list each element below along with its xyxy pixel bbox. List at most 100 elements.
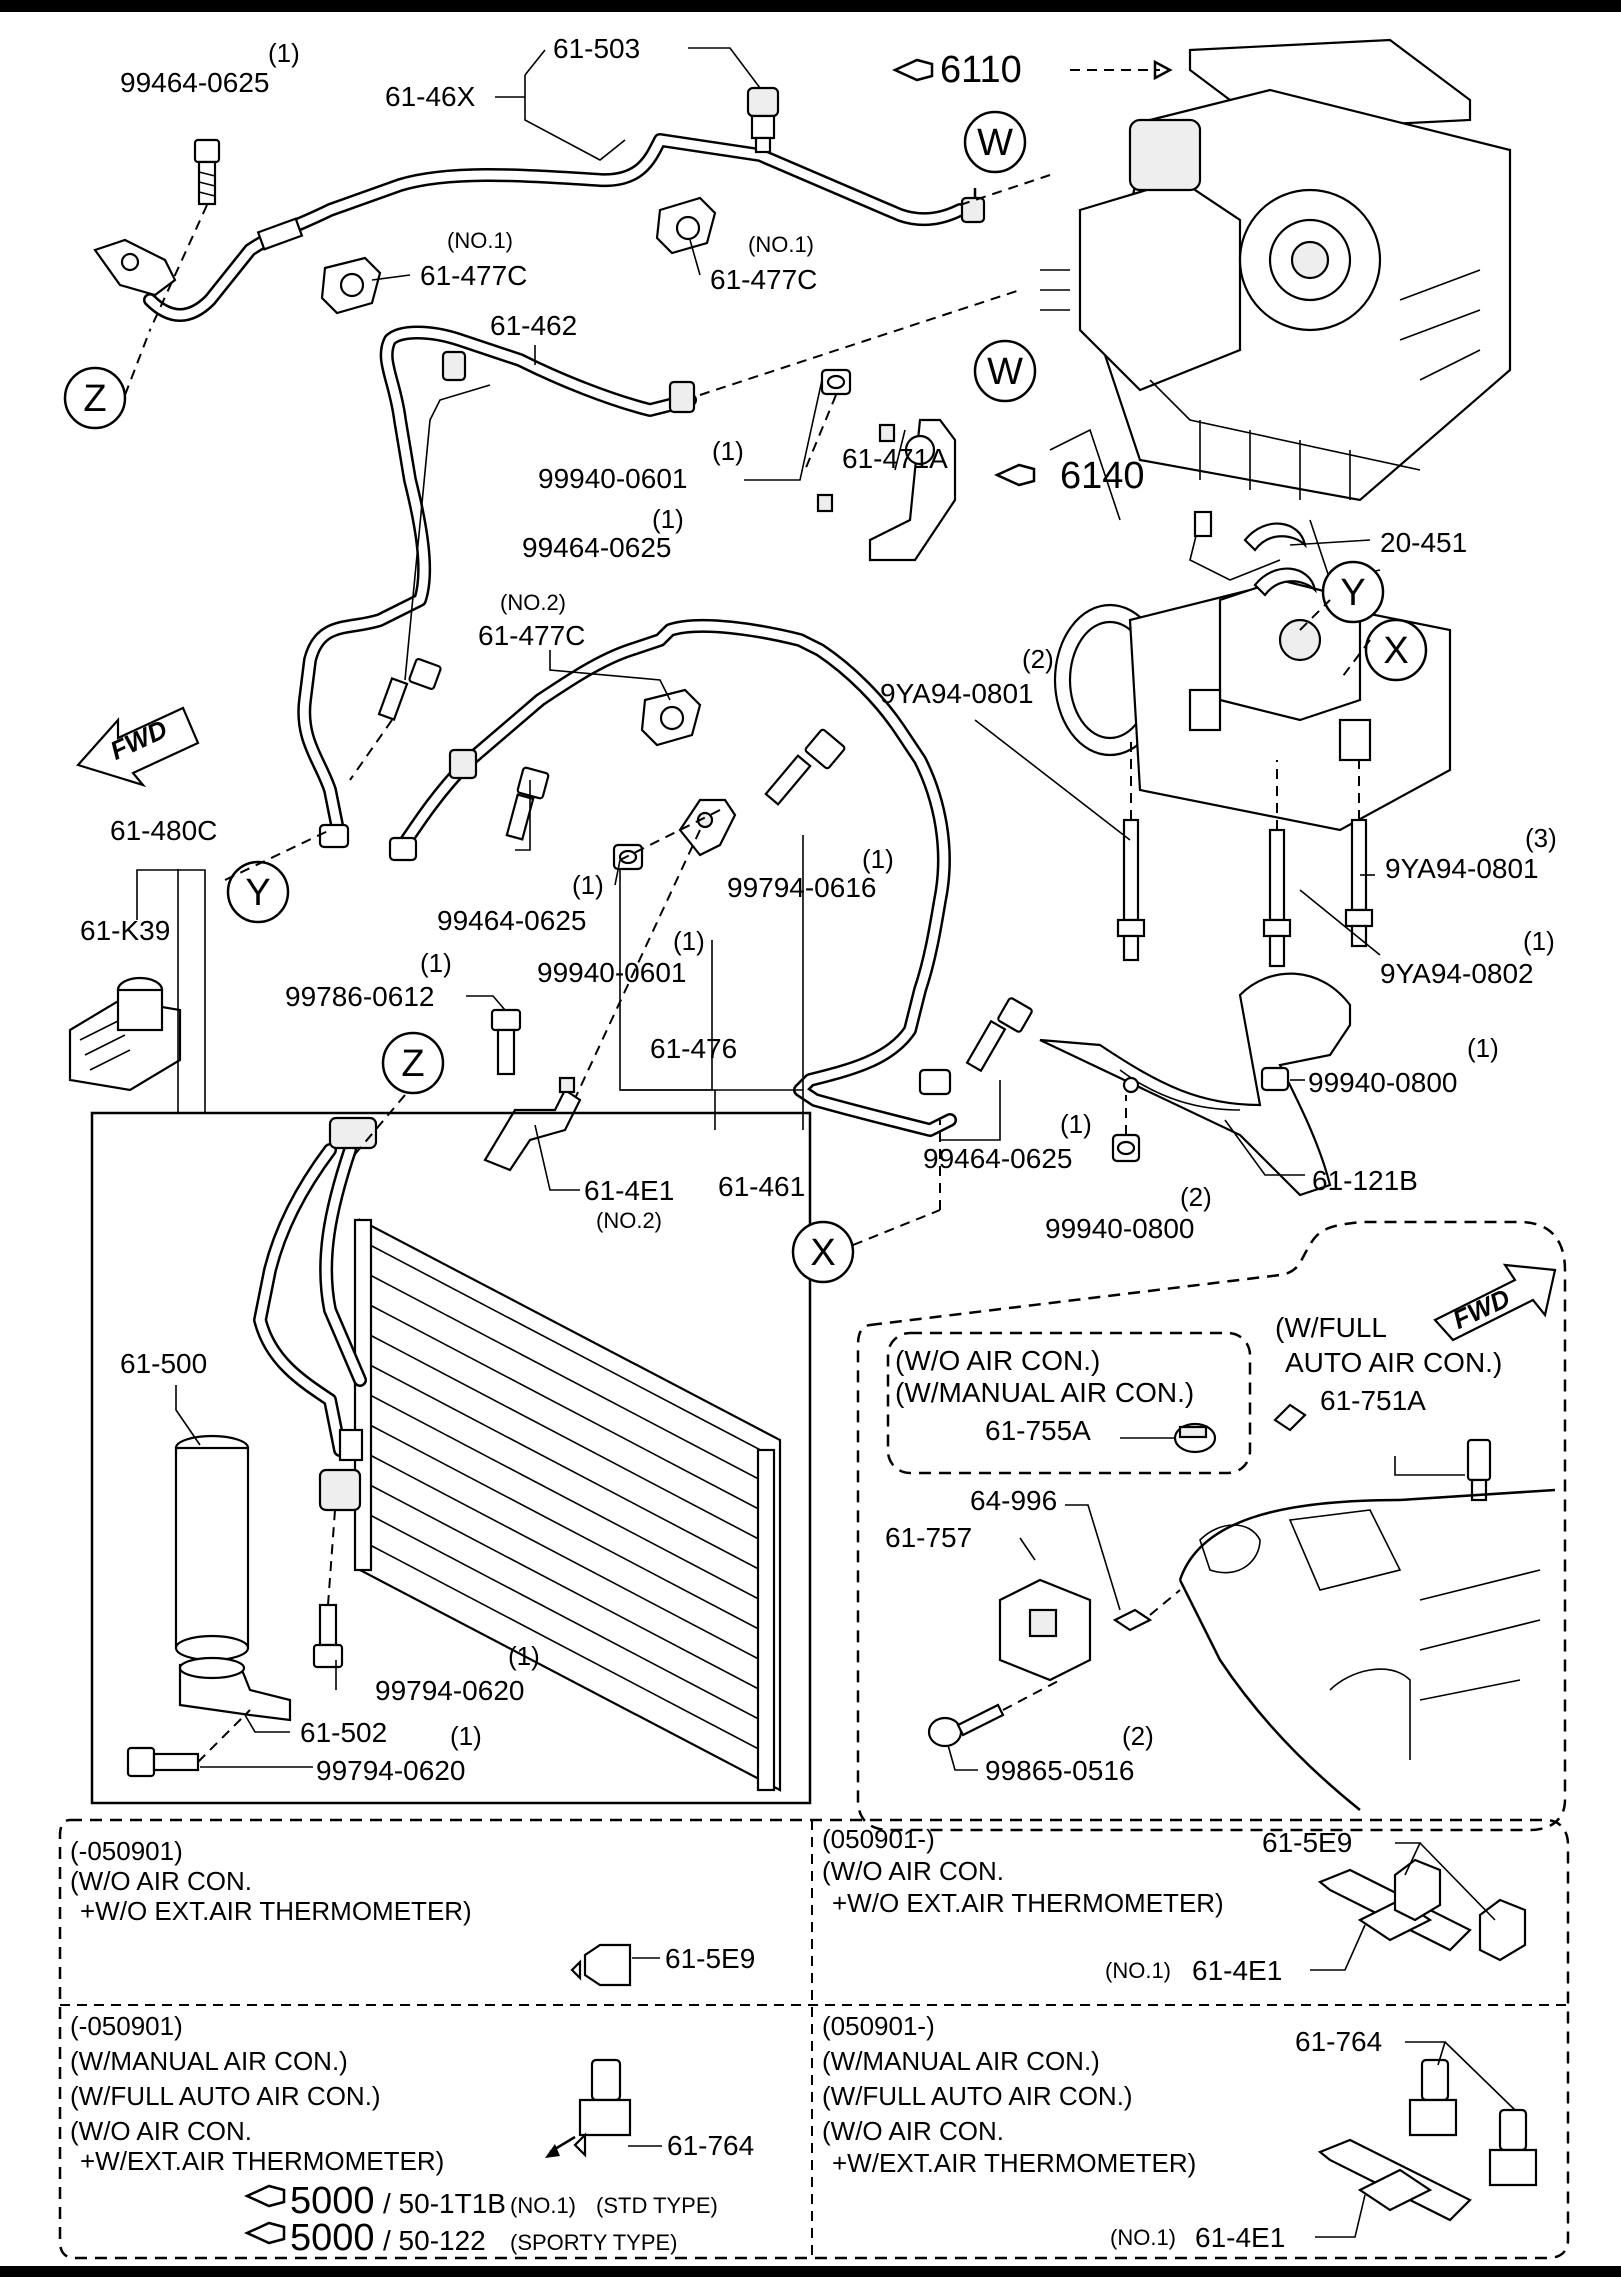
label-99865-0516: 99865-0516 bbox=[985, 1755, 1134, 1786]
label-61-477c-b: 61-477C bbox=[710, 264, 817, 295]
marker-z-mid: Z bbox=[381, 1031, 445, 1095]
label-61-500: 61-500 bbox=[120, 1348, 207, 1379]
clamp-61-477c-a-illustration bbox=[320, 256, 382, 315]
label-99794-0620-b: 99794-0620 bbox=[316, 1755, 465, 1786]
qty-9ya94-0802: (1) bbox=[1523, 926, 1555, 956]
label-6140: 6140 bbox=[1060, 455, 1145, 497]
marker-w-top: W bbox=[963, 110, 1027, 174]
label-61-46x: 61-46X bbox=[385, 81, 476, 112]
svg-text:W: W bbox=[977, 122, 1013, 164]
variant-box-1: (-050901) (W/O AIR CON. +W/O EXT.AIR THE… bbox=[70, 1836, 755, 1974]
receiver-drier-61-500-illustration bbox=[174, 1434, 250, 1662]
svg-text:X: X bbox=[1383, 630, 1408, 672]
label-61-477c-a: 61-477C bbox=[420, 260, 527, 291]
sensor-61-751a-illustration bbox=[1273, 1403, 1492, 1502]
label-61-755a: 61-755A bbox=[985, 1415, 1091, 1446]
pipe-61-461-illustration bbox=[388, 618, 957, 1137]
fwd-arrow-right: FWD bbox=[1433, 1263, 1557, 1342]
clamp-61-477c-b-illustration bbox=[655, 196, 717, 255]
svg-text:Y: Y bbox=[1340, 572, 1365, 614]
note-no2-b: (NO.2) bbox=[596, 1208, 662, 1233]
qty-99464-0625-d: (1) bbox=[1060, 1109, 1092, 1139]
variant-box-4: (050901-) (W/MANUAL AIR CON.) (W/FULL AU… bbox=[822, 2011, 1382, 2253]
note-wo-air-con: (W/O AIR CON.) bbox=[895, 1345, 1100, 1376]
bolt-9ya94-0801-a-illustration bbox=[1116, 740, 1146, 962]
bolt-99464-0625-b-illustration bbox=[349, 658, 442, 781]
bracket-61-4e1-b-illustration bbox=[1317, 1858, 1527, 1962]
pipe-61-462-illustration bbox=[297, 325, 697, 849]
label-61-764-b: 61-764 bbox=[1295, 2026, 1382, 2057]
label-61-5e9-a: 61-5E9 bbox=[665, 1943, 755, 1974]
qty-99794-0616: (1) bbox=[862, 844, 894, 874]
qty-99464-0625-b: (1) bbox=[652, 504, 684, 534]
marker-x-bottom: X bbox=[791, 1220, 855, 1284]
svg-text:(W/O AIR CON.: (W/O AIR CON. bbox=[822, 1856, 1004, 1886]
label-61-4e1-c: 61-4E1 bbox=[1195, 2222, 1285, 2253]
heater-unit-6110-illustration bbox=[1040, 38, 1512, 502]
label-99794-0620-a: 99794-0620 bbox=[375, 1675, 524, 1706]
label-99464-0625-b: 99464-0625 bbox=[522, 532, 671, 563]
qty-9ya94-0801-a: (2) bbox=[1022, 644, 1054, 674]
label-5000-a: 5000 bbox=[290, 2180, 375, 2222]
marker-z-left: Z bbox=[63, 366, 127, 430]
clip-20-451-illustration bbox=[1243, 522, 1317, 597]
bracket-61-476-illustration bbox=[678, 798, 737, 857]
clip-61-5e9-a-illustration bbox=[570, 1943, 632, 1987]
wo-air-con-subbox bbox=[886, 1331, 1252, 1475]
bolt-99464-0625-d-illustration bbox=[965, 997, 1033, 1073]
qty-99786-0612: (1) bbox=[420, 948, 452, 978]
fwd-arrow-left: FWD bbox=[76, 706, 200, 788]
label-99464-0625-d: 99464-0625 bbox=[923, 1143, 1072, 1174]
qty-99794-0620-b: (1) bbox=[450, 1721, 482, 1751]
bolt-9ya94-0802-illustration bbox=[1262, 760, 1292, 968]
bracket-61-4e1-c-illustration bbox=[1317, 2058, 1538, 2222]
svg-text:Y: Y bbox=[245, 872, 270, 914]
note-w-manual-air-con: (W/MANUAL AIR CON.) bbox=[895, 1377, 1194, 1408]
label-20-451: 20-451 bbox=[1380, 527, 1467, 558]
svg-text:X: X bbox=[810, 1232, 835, 1274]
label-61-480c: 61-480C bbox=[110, 815, 217, 846]
bracket-61-4e1-no2-illustration bbox=[483, 1076, 582, 1172]
note-no1-a: (NO.1) bbox=[447, 228, 513, 253]
bolt-99794-0616-illustration bbox=[764, 728, 846, 806]
label-61-502: 61-502 bbox=[300, 1717, 387, 1748]
label-61-k39: 61-K39 bbox=[80, 915, 170, 946]
receiver-61-k39-illustration bbox=[68, 976, 182, 1092]
label-99464-0625-c: 99464-0625 bbox=[437, 905, 586, 936]
bolt-99794-0620-b-illustration bbox=[126, 1709, 251, 1778]
interior-subdiagram-frame bbox=[856, 1220, 1567, 1832]
label-61-4e1-b: 61-4E1 bbox=[1192, 1955, 1282, 1986]
svg-text:(W/MANUAL AIR CON.): (W/MANUAL AIR CON.) bbox=[822, 2046, 1100, 2076]
qty-99940-0601-b: (1) bbox=[673, 926, 705, 956]
cap-61-755a-illustration bbox=[1173, 1422, 1217, 1454]
qty-99940-0601-a: (1) bbox=[712, 436, 744, 466]
marker-x-compressor: X bbox=[1364, 618, 1428, 682]
svg-text:(-050901): (-050901) bbox=[70, 1836, 183, 1866]
marker-w-heater: W bbox=[973, 339, 1037, 403]
bottom-border-bar bbox=[0, 2266, 1621, 2277]
label-61-461: 61-461 bbox=[718, 1171, 805, 1202]
note-no1-b: (NO.1) bbox=[748, 232, 814, 257]
condenser-box bbox=[90, 1111, 812, 1805]
note-std-type: (STD TYPE) bbox=[596, 2193, 718, 2218]
svg-text:W: W bbox=[987, 351, 1023, 393]
label-61-477c-c: 61-477C bbox=[478, 620, 585, 651]
variant-box-3: (-050901) (W/MANUAL AIR CON.) (W/FULL AU… bbox=[70, 2011, 754, 2259]
sensor-61-757-illustration bbox=[998, 1578, 1092, 1682]
label-61-5e9-b: 61-5E9 bbox=[1262, 1827, 1352, 1858]
label-61-503: 61-503 bbox=[553, 33, 640, 64]
hand-pointer-icons bbox=[243, 58, 1036, 2245]
marker-y-left: Y bbox=[226, 860, 290, 924]
note-sporty-type: (SPORTY TYPE) bbox=[510, 2230, 678, 2255]
label-99786-0612: 99786-0612 bbox=[285, 981, 434, 1012]
svg-text:Z: Z bbox=[401, 1043, 424, 1085]
nut-99940-0800-a-illustration bbox=[1260, 1066, 1290, 1092]
top-border-bar bbox=[0, 0, 1621, 12]
dashboard-interior-illustration bbox=[1178, 1488, 1556, 1811]
svg-text:+W/EXT.AIR THERMOMETER): +W/EXT.AIR THERMOMETER) bbox=[832, 2148, 1196, 2178]
note-no1-c: (NO.1) bbox=[1105, 1958, 1171, 1983]
svg-text:(050901-): (050901-) bbox=[822, 2011, 935, 2041]
label-99940-0601-a: 99940-0601 bbox=[538, 463, 687, 494]
label-61-757: 61-757 bbox=[885, 1522, 972, 1553]
